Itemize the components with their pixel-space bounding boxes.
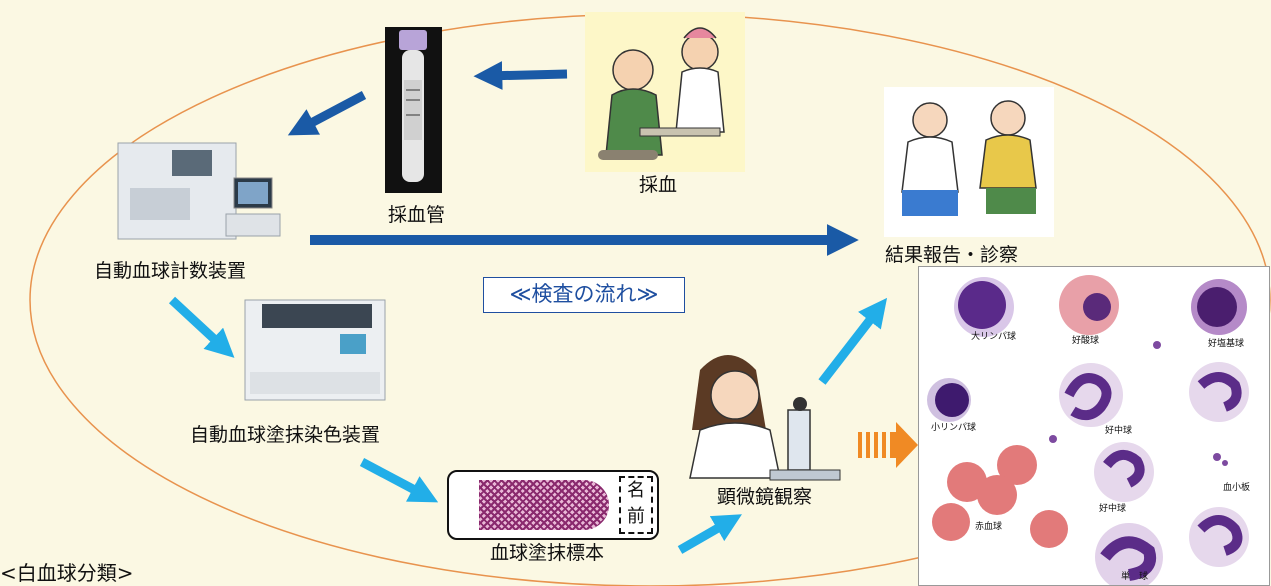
section-title: <白血球分類>	[0, 561, 134, 585]
label-report: 結果報告・診察	[885, 244, 1019, 266]
arrow-microscope-to-cells	[858, 422, 918, 468]
blood-tube-photo	[385, 27, 442, 193]
smear-stain	[479, 480, 609, 530]
name-tag-char-1: 名	[627, 480, 645, 501]
smear-slide: 名 前	[447, 470, 659, 540]
stainer-machine-photo	[244, 299, 386, 401]
label-microscope: 顕微鏡観察	[717, 486, 813, 508]
label-counter: 自動血球計数装置	[94, 260, 247, 282]
arrow-microscope-to-report	[818, 297, 888, 385]
cell-label-eosinophil: 好酸球	[1072, 336, 1100, 346]
arrow-draw-to-tube	[473, 61, 568, 90]
arrow-smear-to-microscope	[677, 514, 742, 554]
cell-label-small-lymph: 小リンパ球	[931, 423, 977, 433]
name-tag-char-2: 前	[627, 506, 645, 527]
cell-label-large-lymph: 大リンパ球	[971, 332, 1017, 342]
arrow-counter-to-stainer	[168, 296, 235, 358]
report-consultation-illustration	[884, 87, 1054, 237]
cell-label-rbc: 赤血球	[975, 522, 1003, 532]
counter-machine-photo	[117, 142, 281, 240]
microscope-illustration	[689, 355, 841, 481]
cell-label-basophil: 好塩基球	[1208, 339, 1245, 349]
arrow-stainer-to-smear	[359, 458, 439, 503]
micrograph-cells	[927, 275, 1249, 585]
cell-label-platelet: 血小板	[1223, 483, 1251, 493]
blood-draw-illustration	[585, 12, 745, 172]
arrow-tube-to-counter	[287, 91, 367, 136]
cell-label-neutrophil-2: 好中球	[1099, 504, 1127, 514]
label-smear: 血球塗抹標本	[490, 542, 605, 564]
flow-title: ≪検査の流れ≫	[483, 277, 685, 313]
label-blood-draw: 採血	[639, 174, 678, 196]
cell-label-neutrophil-1: 好中球	[1105, 426, 1133, 436]
smear-name-tag: 名 前	[619, 476, 653, 534]
cell-label-monocyte: 単 球	[1121, 572, 1149, 582]
label-stainer: 自動血球塗抹染色装置	[190, 424, 381, 446]
wbc-micrograph-panel: 大リンパ球 好酸球 好塩基球 小リンパ球 好中球 血小板 赤血球 好中球 単 球	[918, 266, 1270, 586]
label-blood-tube: 採血管	[388, 204, 446, 226]
